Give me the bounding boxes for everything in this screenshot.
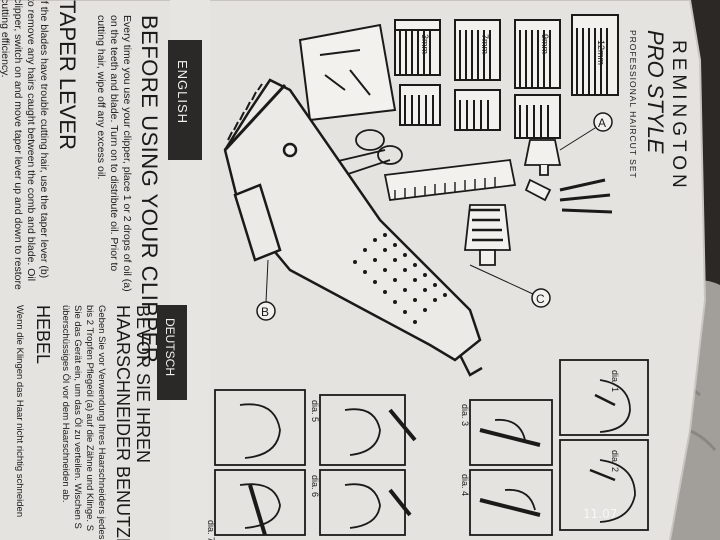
- callout-a-label: A: [598, 116, 606, 130]
- dia-5-label: dia. 5: [310, 400, 320, 422]
- taper-body-line-2: to remove any hairs caught between the c…: [25, 0, 37, 281]
- dia-4-label: dia. 4: [460, 474, 470, 496]
- comb-label-12mm: 12mm: [596, 40, 606, 65]
- de-body-line-4: überschüssiges Öl vor dem Haarschneiden …: [60, 305, 71, 503]
- oil-bottle: [523, 139, 562, 166]
- dia-1-label: dia. 1: [610, 370, 620, 392]
- cleaning-brush: [524, 178, 552, 202]
- accessories: [463, 139, 613, 266]
- neck-brush: [463, 204, 512, 251]
- dia-2-label: dia. 2: [610, 450, 620, 472]
- hair-clipper: [223, 78, 483, 377]
- en-body-line-2: on the teeth and blade. Turn on to distr…: [108, 15, 120, 271]
- diagram-panels: [214, 359, 649, 536]
- watermark: 11.07: [583, 507, 617, 521]
- en-body-line-1: Every time you use your clipper, place 1…: [121, 15, 133, 292]
- comb-12mm: [571, 14, 619, 96]
- dia-4-panel: [469, 469, 553, 536]
- comb-attachments: [394, 14, 619, 139]
- hair-clips: [559, 178, 613, 214]
- comb-label-7mm: 7mm: [480, 34, 490, 54]
- deutsch-tab-label: DEUTSCH: [163, 318, 177, 376]
- dia-3-panel: [469, 399, 553, 466]
- comb-row2-3: [514, 94, 561, 139]
- hebel-body: Wenn die Klingen das Haar nicht richtig …: [14, 305, 25, 517]
- de-body-line-2: bis 2 Tropfen Pflegeöl (a) auf die Zähne…: [84, 305, 95, 531]
- callout-b-label: B: [261, 305, 269, 319]
- dia-7-label: dia. 7: [206, 520, 216, 540]
- product-name: PRO STYLE: [643, 30, 668, 154]
- comb-3mm: [394, 19, 441, 76]
- de-body-line-1: Geben Sie vor Verwendung Ihres Haarschne…: [96, 305, 107, 540]
- dia-1-panel: [559, 359, 649, 436]
- taper-body-line-3: clipper, switch on and move taper lever …: [12, 0, 24, 290]
- deutsch-tab: [157, 305, 187, 400]
- hebel-heading: HEBEL: [33, 305, 53, 364]
- comb-label-9mm: 9mm: [540, 34, 550, 54]
- taper-body-line-1: If the blades have trouble cutting hair,…: [38, 0, 50, 278]
- de-body-line-3: Sie das Gerät ein, um das Öl zu verteile…: [72, 305, 83, 529]
- comb-row2-1: [399, 84, 441, 126]
- taper-body-line-4: cutting efficiency.: [0, 0, 11, 78]
- brand-header: REMINGTON PRO STYLE PROFESSIONAL HAIRCUT…: [628, 30, 689, 192]
- english-tab: [168, 40, 202, 160]
- callout-a-circle: [593, 112, 613, 132]
- de-heading-1: BEVOR SIE IHREN: [133, 305, 153, 463]
- comb-9mm: [514, 19, 561, 89]
- storage-pouch: [298, 23, 397, 122]
- de-heading-2: HAARSCHNEIDER BENUTZEN: [113, 305, 133, 540]
- comb-7mm: [454, 19, 501, 81]
- comb-label-3mm: 3mm: [420, 34, 430, 54]
- dia-2-panel: [559, 439, 649, 531]
- dia-6-label: dia. 6: [310, 475, 320, 497]
- deutsch-section: DEUTSCH BEVOR SIE IHREN HAARSCHNEIDER BE…: [14, 305, 187, 540]
- comb-row2-2: [454, 89, 501, 131]
- brand-name: REMINGTON: [668, 40, 689, 192]
- product-subtitle: PROFESSIONAL HAIRCUT SET: [628, 30, 638, 179]
- dia-6-panel: [319, 469, 406, 536]
- taper-heading: TAPER LEVER: [55, 0, 80, 150]
- english-tab-label: ENGLISH: [175, 60, 190, 124]
- clipper-vent-dots: [353, 233, 447, 324]
- styling-comb: [383, 159, 517, 201]
- dia-7-panel: [214, 389, 306, 466]
- taper-lever: [233, 183, 282, 262]
- dia-8-panel: [214, 469, 306, 536]
- callout-c-label: C: [536, 292, 545, 306]
- en-body-line-3: cutting hair, wipe off any excess oil.: [95, 15, 107, 179]
- dia-3-label: dia. 3: [460, 404, 470, 426]
- callout-c-circle: [531, 288, 551, 308]
